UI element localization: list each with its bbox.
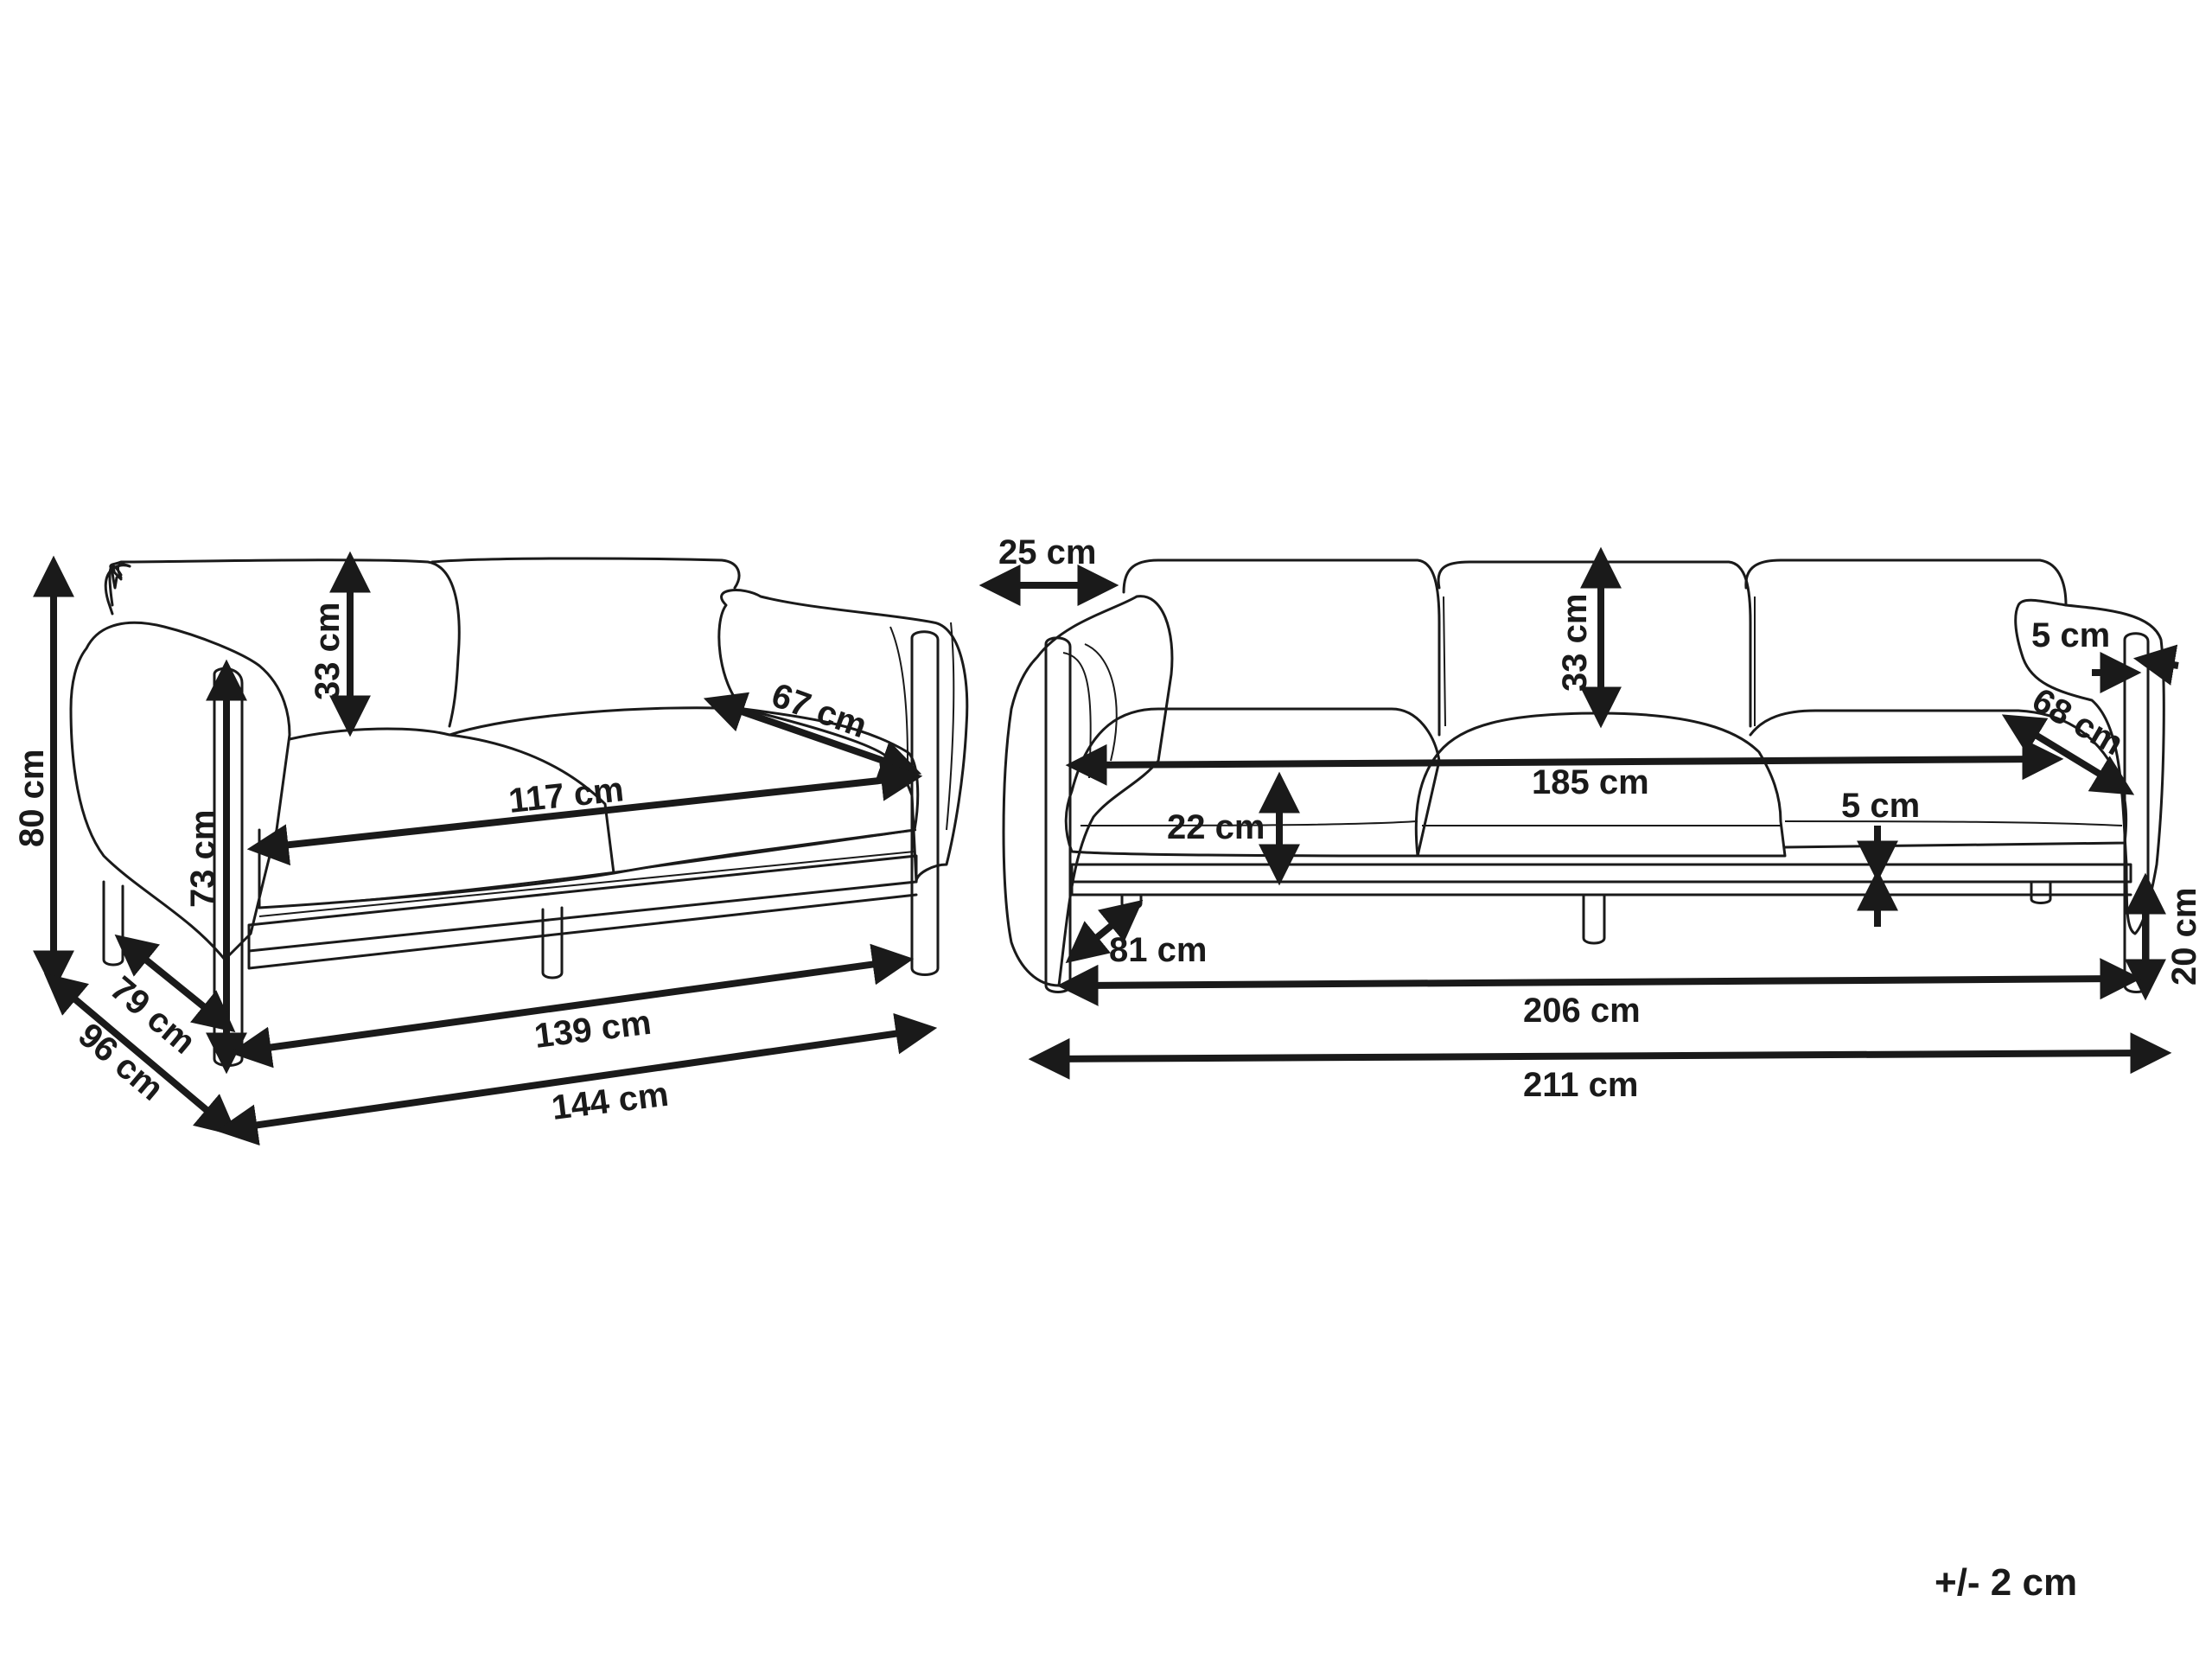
loveseat-depth-arrow — [43, 973, 239, 1137]
sofa-seat-width-arrow — [1065, 738, 2064, 786]
sofa-arm-leg-width-label: 5 cm — [2031, 616, 2110, 654]
loveseat-seat-width-arrow — [246, 759, 923, 866]
loveseat-base-frame — [247, 854, 918, 970]
sofa-seat-depth-label: 81 cm — [1109, 931, 1207, 969]
sofa-armrest-width-label: 25 cm — [998, 533, 1096, 571]
loveseat-right-armrest-side — [889, 622, 955, 831]
sofa-total-width-arrow — [1028, 1032, 2172, 1080]
sofa-armrest-depth-arrow — [2001, 714, 2135, 795]
loveseat-back-cushion-left — [109, 558, 461, 728]
sofa-left-armrest — [1002, 595, 1174, 987]
sofa-total-width-label: 211 cm — [1523, 1066, 1638, 1104]
sofa-leg-center — [1582, 893, 1606, 945]
sofa-back-cushion-left — [1122, 558, 1441, 737]
loveseat-arm-height-label: 73 cm — [184, 810, 222, 908]
sofa-base-frame — [1070, 863, 2132, 896]
sofa-back-cushion-middle — [1437, 560, 1752, 728]
sofa-inner-width-arrow — [1056, 958, 2142, 1006]
loveseat-back-cushion-label: 33 cm — [309, 603, 347, 700]
sofa-arm-leg-width-tick-right — [2132, 644, 2179, 686]
sofa-dimensions: 25 cm 33 cm 5 cm 68 cm 185 cm 22 cm 5 cm… — [979, 533, 2203, 1104]
sofa-leg-back-left — [1120, 893, 1143, 910]
sofa-seat-depth-arrow — [1065, 899, 1144, 964]
loveseat-total-width-arrow — [215, 1012, 938, 1146]
sofa-cushion-gap-label: 5 cm — [1841, 787, 1920, 825]
loveseat-back-cushion-right — [430, 557, 741, 590]
sofa-seat-height-label: 22 cm — [1167, 808, 1265, 846]
loveseat-back-frame — [104, 564, 131, 616]
sofa-seat-cushion-left — [1064, 707, 1441, 858]
loveseat-height-label: 80 cm — [13, 750, 51, 847]
sofa-seat-width-label: 185 cm — [1532, 763, 1649, 801]
loveseat-leg-front-right — [910, 630, 940, 976]
sofa-inner-width-label: 206 cm — [1523, 992, 1641, 1030]
tolerance-note: +/- 2 cm — [1935, 1561, 2077, 1604]
loveseat-armrest-depth-arrow — [703, 692, 922, 781]
sofa-armrest-depth-label: 68 cm — [2026, 681, 2130, 763]
loveseat-leg-back-left — [102, 880, 124, 967]
sofa-leg-back-right — [2030, 880, 2052, 904]
sofa-leg-height-label: 20 cm — [2165, 888, 2203, 986]
sofa-back-cushion-right — [1744, 558, 2068, 607]
sofa-back-cushion-seams — [1443, 596, 1756, 727]
sofa-back-cushion-label: 33 cm — [1556, 594, 1594, 692]
